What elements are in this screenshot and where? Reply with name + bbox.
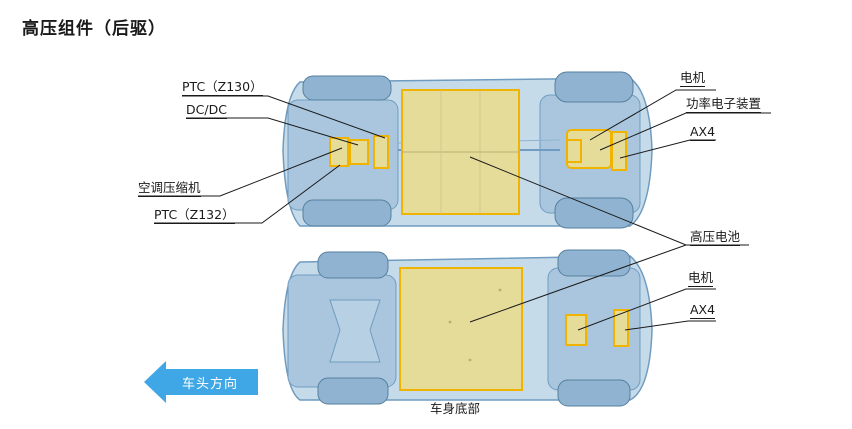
page-title: 高压组件（后驱） [22, 19, 166, 39]
label-motor-bottom: 电机 [688, 270, 714, 287]
label-hv-battery: 高压电池 [690, 229, 741, 246]
direction-arrow-shape [144, 361, 258, 403]
label-ac-compressor: 空调压缩机 [138, 180, 201, 197]
underbody-caption: 车身底部 [430, 401, 481, 416]
label-ptc-z130: PTC（Z130） [182, 79, 263, 96]
top-view-car [282, 71, 653, 229]
label-ax4-bottom: AX4 [690, 302, 716, 319]
label-ptc-z132: PTC（Z132） [154, 207, 235, 224]
label-ax4-top: AX4 [690, 124, 716, 141]
bottom-view-car [282, 249, 653, 407]
label-power-electronics: 功率电子装置 [686, 96, 762, 113]
label-dcdc: DC/DC [186, 102, 227, 119]
label-motor-top: 电机 [680, 70, 706, 87]
direction-label: 车头方向 [182, 377, 239, 392]
